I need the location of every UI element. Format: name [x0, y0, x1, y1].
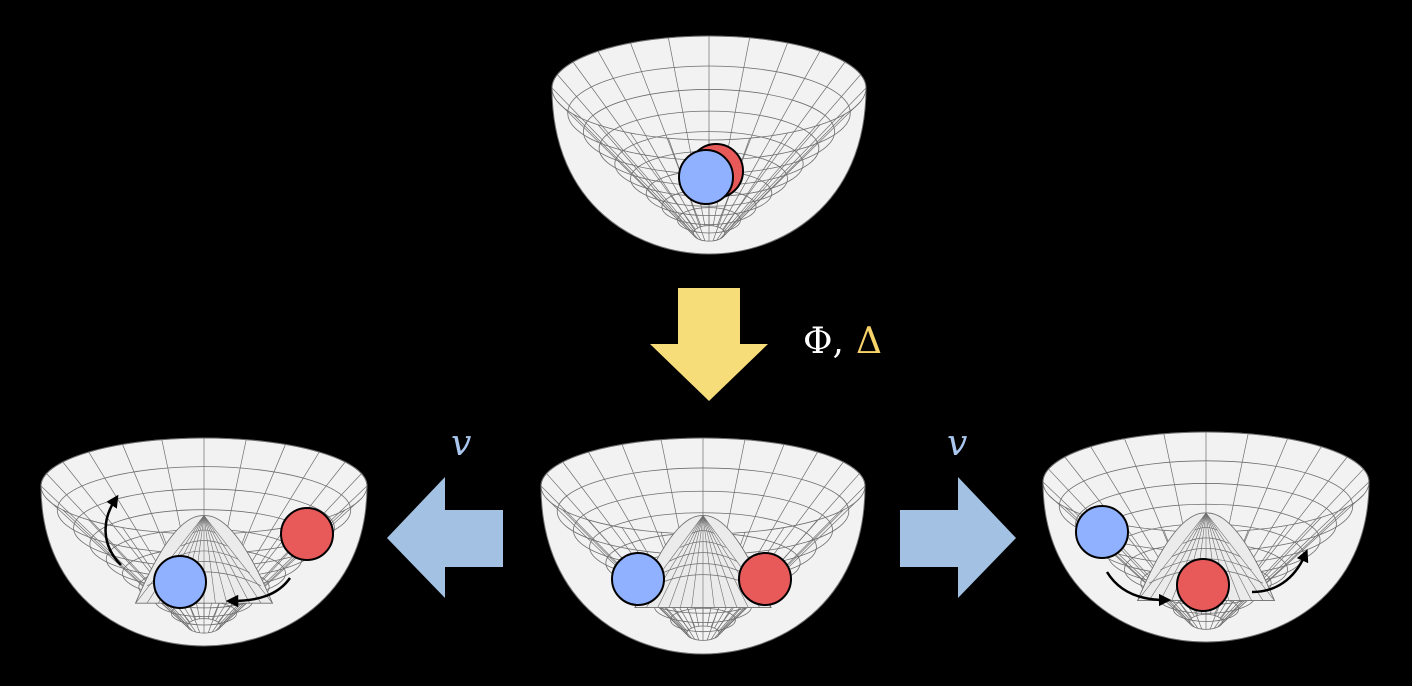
- label-delta: Δ: [856, 321, 882, 362]
- right-arrow: [900, 477, 1016, 598]
- particle-red-center: [738, 552, 792, 606]
- particle-red-right: [1176, 558, 1230, 612]
- down-arrow: [650, 288, 768, 401]
- particle-blue-left: [153, 555, 207, 609]
- label-phi: Φ,: [803, 321, 844, 362]
- particle-blue-center: [611, 552, 665, 606]
- particle-blue-right: [1075, 505, 1129, 559]
- particle-blue-top: [678, 149, 734, 205]
- rotation-arrow-left-lower: [225, 577, 292, 608]
- label-v-right: v: [947, 423, 967, 464]
- left-arrow: [387, 477, 503, 598]
- rotation-arrow-right-upper: [1251, 549, 1309, 594]
- rotation-arrow-right-lower: [1105, 571, 1172, 607]
- rotation-arrow-left-upper: [104, 494, 122, 566]
- label-v-left: v: [451, 423, 471, 464]
- particle-red-left: [280, 507, 334, 561]
- bowl-center: [540, 437, 866, 655]
